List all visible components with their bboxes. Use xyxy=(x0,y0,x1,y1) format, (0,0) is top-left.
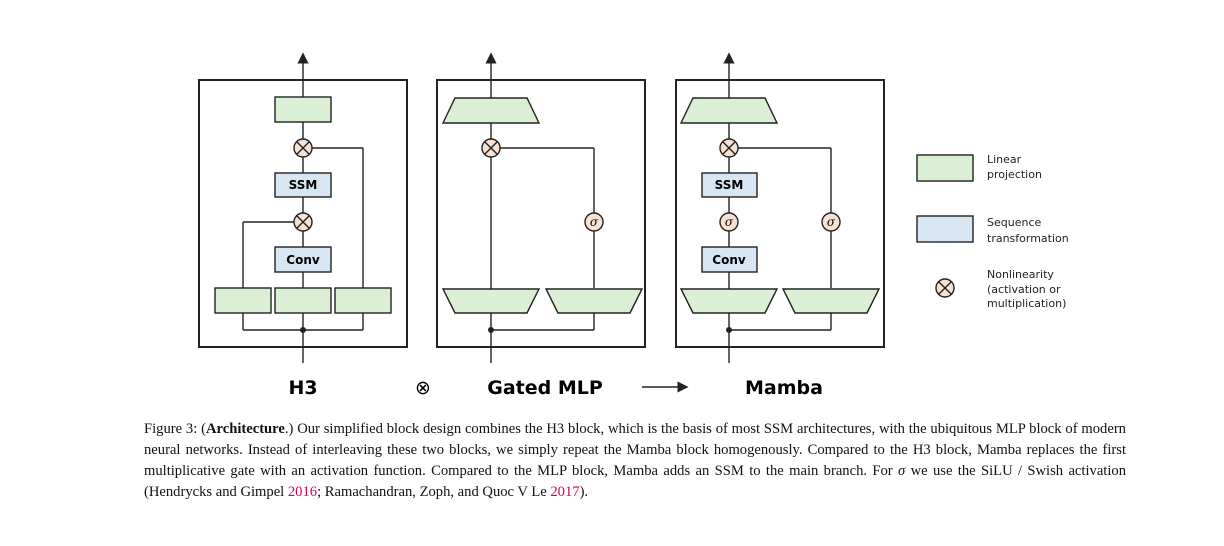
caption-sigma: σ xyxy=(898,463,906,479)
legend-nonlinearity-icon xyxy=(935,278,955,298)
caption-text1: .) Our simplified block design combines … xyxy=(144,421,1126,479)
mlp-sigma-label: σ xyxy=(590,215,599,229)
legend-nonlin-line2: (activation or xyxy=(987,283,1061,296)
h3-ssm-box xyxy=(274,172,332,198)
h3-multiply-top-icon xyxy=(293,138,313,158)
caption-text3: ; Ramachandran, Zoph, and Quoc V Le xyxy=(317,484,551,500)
mamba-linear-bottom-left xyxy=(679,288,779,314)
legend-sequence-swatch xyxy=(916,215,974,243)
h3-linear-top xyxy=(274,96,332,123)
caption-text2: we use the SiLU / Swish activation (Hend… xyxy=(144,463,1126,500)
mamba-sigma-main-label: σ xyxy=(725,215,734,229)
figure-caption: Figure 3: (Architecture.) Our simplified… xyxy=(144,419,1126,503)
caption-bold: Architecture xyxy=(205,421,285,437)
mamba-title: Mamba xyxy=(745,377,823,399)
caption-text4: ). xyxy=(579,484,589,500)
caption-cite-2016[interactable]: 2016 xyxy=(287,484,318,500)
h3-title: H3 xyxy=(288,377,317,399)
otimes-operator: ⊗ xyxy=(415,377,431,399)
mamba-panel xyxy=(675,52,885,363)
h3-multiply-mid-icon xyxy=(293,212,313,232)
mamba-ssm-label: SSM xyxy=(715,178,744,192)
legend-linear-line2: projection xyxy=(987,168,1042,181)
mlp-multiply-icon xyxy=(481,138,501,158)
mamba-multiply-icon xyxy=(719,138,739,158)
h3-conv-label: Conv xyxy=(286,253,320,267)
mamba-sigma-gate-icon xyxy=(821,212,841,232)
legend-linear-swatch xyxy=(916,154,974,182)
mamba-linear-bottom-right xyxy=(781,288,881,314)
mamba-sigma-gate-label: σ xyxy=(827,215,836,229)
caption-prefix: Figure 3: ( xyxy=(144,421,206,437)
h3-linear-left xyxy=(214,287,272,314)
mamba-conv-label: Conv xyxy=(712,253,746,267)
mamba-sigma-main-icon xyxy=(719,212,739,232)
h3-linear-right xyxy=(334,287,392,314)
mlp-linear-bottom-left xyxy=(441,288,541,314)
mlp-linear-bottom-right xyxy=(544,288,644,314)
h3-ssm-label: SSM xyxy=(289,178,318,192)
legend-nonlin-line3: multiplication) xyxy=(987,297,1066,310)
mamba-conv-box xyxy=(701,246,758,273)
legend-linear-line1: Linear xyxy=(987,153,1022,166)
architecture-diagram: SSM Conv SSM Conv σ σ σ H3 ⊗ Gated MLP M… xyxy=(198,52,1069,399)
mamba-linear-top xyxy=(679,97,779,124)
gated-mlp-panel xyxy=(436,52,646,363)
gated-mlp-title: Gated MLP xyxy=(487,377,603,399)
mlp-sigma-icon xyxy=(584,212,604,232)
mamba-ssm-box xyxy=(701,172,758,198)
h3-conv-box xyxy=(274,246,332,273)
legend xyxy=(916,154,974,298)
legend-sequence-line2: transformation xyxy=(987,232,1069,245)
h3-linear-mid xyxy=(274,287,332,314)
mlp-linear-top xyxy=(441,97,541,124)
h3-panel xyxy=(198,52,408,363)
legend-nonlin-line1: Nonlinearity xyxy=(987,268,1054,281)
legend-sequence-line1: Sequence xyxy=(987,216,1041,229)
caption-cite-2017[interactable]: 2017 xyxy=(550,484,580,500)
